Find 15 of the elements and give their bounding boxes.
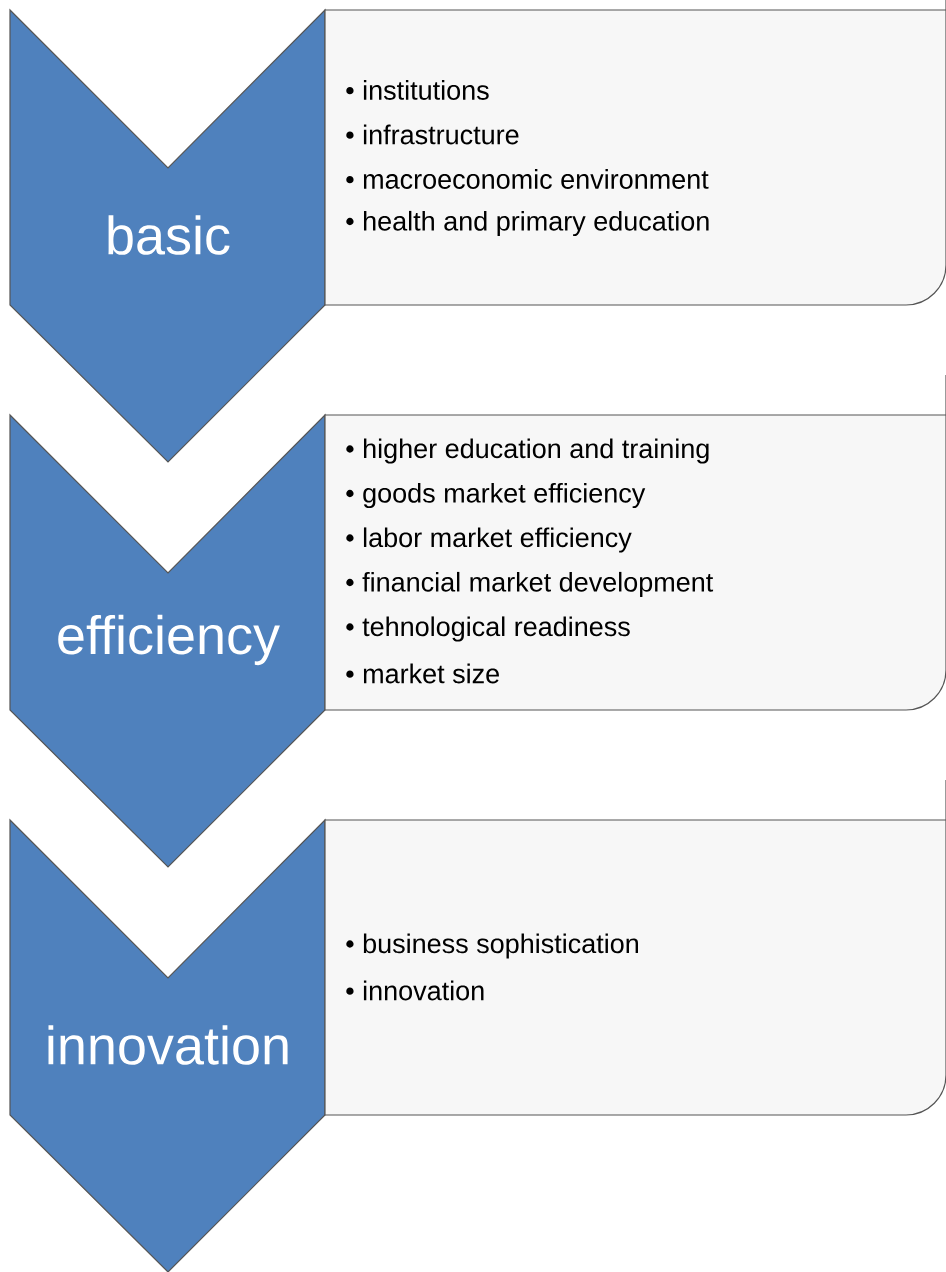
list-item: • labor market efficiency (346, 527, 632, 553)
list-item: • macroeconomic environment (346, 169, 709, 189)
list-item: • market size (346, 663, 499, 684)
list-item: • health and primary education (346, 210, 709, 237)
list-item: • goods market efficiency (346, 482, 646, 509)
list-item: • tehnological readiness (346, 616, 630, 642)
list-item: • business sophistication (346, 933, 638, 959)
chevron-band: efficiency (9, 413, 326, 868)
chevron-band: innovation (9, 818, 326, 1272)
list-item: • institutions (346, 80, 489, 100)
list-item: • infrastructure (346, 124, 519, 145)
chevron-band: basic (9, 8, 326, 463)
list-item: • innovation (346, 980, 484, 1001)
list-item: • financial market development (346, 571, 714, 598)
list-item: • higher education and training (346, 438, 709, 464)
